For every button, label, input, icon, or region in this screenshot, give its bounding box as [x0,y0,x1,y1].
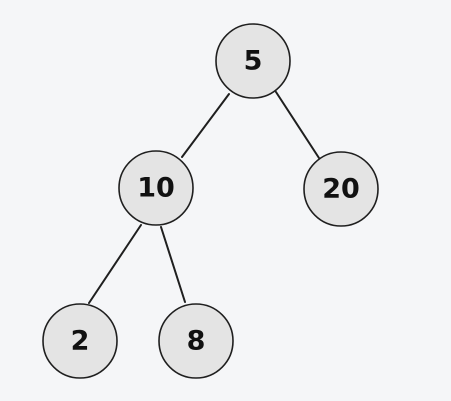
node-label-8: 8 [187,326,206,357]
tree-node-10: 10 [118,150,194,226]
node-circle-10 [118,150,194,226]
edge-5-20 [275,91,320,159]
node-label-2: 2 [71,326,90,357]
node-circle-20 [303,151,379,227]
tree-node-8: 8 [158,303,234,379]
tree-node-20: 20 [303,151,379,227]
node-label-20: 20 [322,174,360,205]
edge-10-2 [88,224,142,304]
tree-node-5: 5 [215,23,291,99]
node-circle-2 [42,303,118,379]
node-label-10: 10 [137,173,175,204]
tree-edges [88,91,320,304]
node-circle-5 [215,23,291,99]
node-circle-8 [158,303,234,379]
node-label-5: 5 [244,46,263,77]
tree-node-2: 2 [42,303,118,379]
edge-10-8 [160,226,186,303]
edge-5-10 [181,93,230,158]
